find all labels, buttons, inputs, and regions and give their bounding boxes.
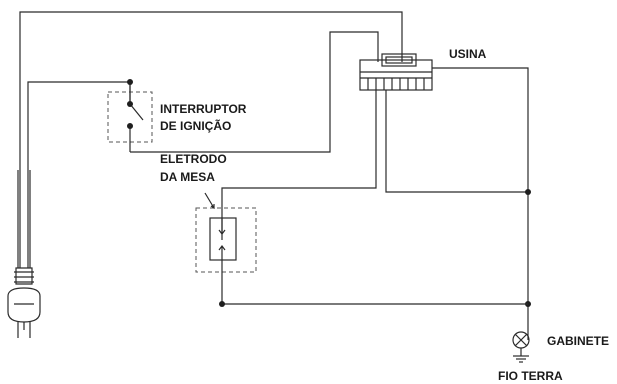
plug-cord <box>27 81 131 268</box>
electrode-outer-box <box>195 207 257 273</box>
electrode-inner-box <box>209 217 237 261</box>
plug-cord-outline <box>17 170 31 268</box>
eletrodo-label-line2: DA MESA <box>160 170 215 184</box>
interruptor-label-line1: INTERRUPTOR <box>160 102 247 116</box>
ignition-switch-icon <box>127 79 144 152</box>
ground-lamp-icon <box>512 331 530 363</box>
electrode-arrow-down <box>218 218 226 235</box>
usina-terminal-block <box>359 53 433 91</box>
wire-usina-right <box>432 67 529 188</box>
wire-usina-to-ground-bus <box>385 90 528 193</box>
junction-dot <box>219 301 225 307</box>
interruptor-label-line2: DE IGNIÇÃO <box>160 118 231 133</box>
fio-terra-label: FIO TERRA <box>498 369 563 383</box>
wire-switch-to-usina <box>130 31 379 153</box>
wire-usina-to-electrode <box>221 90 377 240</box>
electrode-arrow-up <box>218 245 226 260</box>
electrode-label-pointer <box>204 192 215 210</box>
wire-top-loop <box>19 11 403 268</box>
gabinete-label: GABINETE <box>547 334 609 348</box>
junction-dot <box>525 189 531 195</box>
power-plug-icon <box>7 267 41 338</box>
eletrodo-label-line1: ELETRODO <box>160 152 227 166</box>
wire-bottom-bus <box>221 260 528 305</box>
usina-label: USINA <box>449 47 487 61</box>
